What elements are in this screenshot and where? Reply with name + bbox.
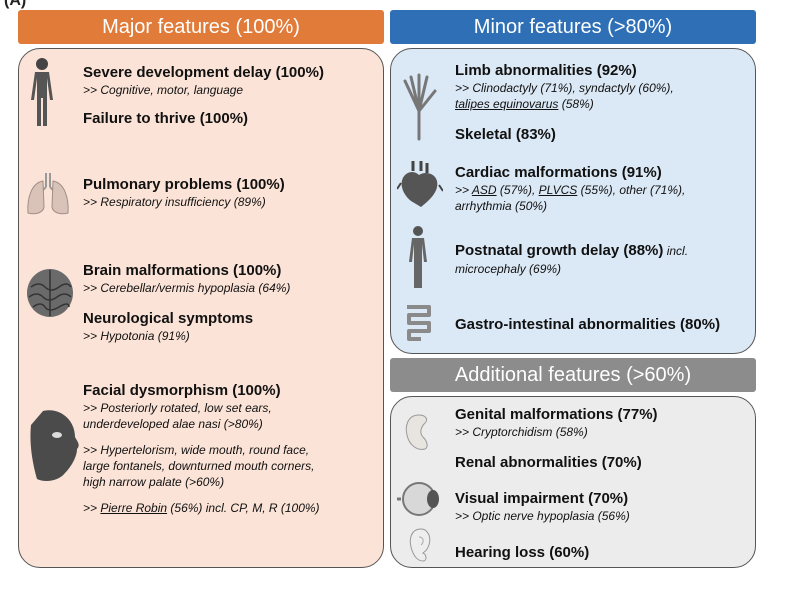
facial-sub-2-line-1: >> Hypertelorism, wide mouth, round face… <box>83 443 310 457</box>
skeletal-title: Skeletal (83%) <box>455 126 556 143</box>
panel-label: (A) <box>4 0 27 9</box>
ear-icon <box>409 528 431 562</box>
growth-delay-title: Postnatal growth delay (88%) incl. <box>455 242 689 259</box>
additional-features-header: Additional features (>60%) <box>390 358 756 392</box>
facial-sub-2-line-2: large fontanels, downturned mouth corner… <box>83 459 315 473</box>
visual-sub: >> Optic nerve hypoplasia (56%) <box>455 509 630 523</box>
additional-features-box: Genital malformations (77%) >> Cryptorch… <box>390 396 756 568</box>
limb-sub-line-2: talipes equinovarus (58%) <box>455 97 594 111</box>
neurological-title: Neurological symptoms <box>83 310 254 327</box>
intestine-icon <box>407 305 431 341</box>
minor-features-header: Minor features (>80%) <box>390 10 756 44</box>
limb-sub-line-1: >> Clinodactyly (71%), syndactyly (60%), <box>455 81 674 95</box>
cardiac-sub-line-1: >> ASD (57%), PLVCS (55%), other (71%), <box>455 183 686 197</box>
major-features-header: Major features (100%) <box>18 10 384 44</box>
growth-delay-sub: microcephaly (69%) <box>455 262 562 276</box>
pulmonary-title: Pulmonary problems (100%) <box>83 176 285 193</box>
genital-sub: >> Cryptorchidism (58%) <box>455 425 588 439</box>
visual-title: Visual impairment (70%) <box>455 490 629 507</box>
renal-title: Renal abnormalities (70%) <box>455 454 642 471</box>
cardiac-sub-line-2: arrhythmia (50%) <box>455 199 548 213</box>
kidney-icon <box>405 414 428 450</box>
eye-icon <box>397 482 439 516</box>
pierre-robin-line: >> Pierre Robin (56%) incl. CP, M, R (10… <box>83 501 320 515</box>
failure-to-thrive-title: Failure to thrive (100%) <box>83 110 249 127</box>
hearing-title: Hearing loss (60%) <box>455 544 590 561</box>
brain-malformations-sub: >> Cerebellar/vermis hypoplasia (64%) <box>83 281 291 295</box>
brain-malformations-title: Brain malformations (100%) <box>83 262 282 279</box>
human-body-icon <box>31 58 53 126</box>
dev-delay-sub: >> Cognitive, motor, language <box>83 83 244 97</box>
lungs-icon <box>27 173 69 215</box>
major-features-box: Severe development delay (100%) >> Cogni… <box>18 48 384 568</box>
hand-skeleton-icon <box>403 73 437 141</box>
heart-icon <box>397 161 443 207</box>
minor-features-box: Limb abnormalities (92%) >> Clinodactyly… <box>390 48 756 354</box>
human-body-small-icon <box>409 226 427 288</box>
facial-dysmorphism-title: Facial dysmorphism (100%) <box>83 382 281 399</box>
brain-icon <box>27 269 73 317</box>
gi-title: Gastro-intestinal abnormalities (80%) <box>455 316 721 333</box>
limb-title: Limb abnormalities (92%) <box>455 62 637 79</box>
dev-delay-title: Severe development delay (100%) <box>83 64 324 81</box>
facial-sub-1-line-2: underdeveloped alae nasi (>80%) <box>83 417 263 431</box>
cardiac-title: Cardiac malformations (91%) <box>455 164 662 181</box>
genital-title: Genital malformations (77%) <box>455 406 658 423</box>
pierre-robin-link: Pierre Robin <box>100 501 168 515</box>
pulmonary-sub: >> Respiratory insufficiency (89%) <box>83 195 266 209</box>
face-profile-icon <box>30 410 79 481</box>
facial-sub-1-line-1: >> Posteriorly rotated, low set ears, <box>83 401 272 415</box>
facial-sub-2-line-3: high narrow palate (>60%) <box>83 475 225 489</box>
neurological-sub: >> Hypotonia (91%) <box>83 329 190 343</box>
